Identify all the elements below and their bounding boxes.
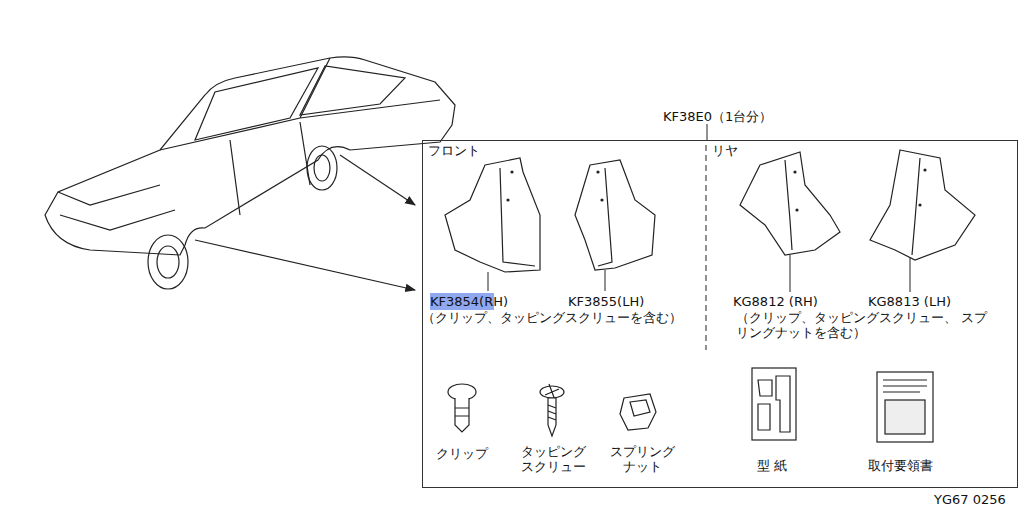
- item-name: 型 紙: [757, 458, 787, 473]
- leader-lines: [488, 255, 910, 292]
- item-name: クリップ: [436, 446, 488, 461]
- area-label: リヤ: [712, 143, 738, 158]
- hardware: [448, 368, 933, 442]
- item-name: スプリング ナット: [602, 444, 682, 474]
- figure-code: YG67 0256: [934, 492, 1006, 507]
- holes: [506, 168, 926, 211]
- note: （クリップ、タッピングスクリュー、 スプリングナットを含む）: [736, 310, 996, 340]
- kit-heading: KF38E0（1台分）: [663, 109, 772, 124]
- part-number: KF3854(RH): [430, 294, 508, 309]
- item-name: 取付要領書: [868, 458, 933, 473]
- part-number: KF3855(LH): [568, 294, 644, 309]
- area-label: フロント: [428, 143, 480, 158]
- item-name: タッピング スクリュー: [512, 444, 594, 474]
- part-number: KG8813 (LH): [868, 294, 951, 309]
- car: [45, 57, 455, 290]
- divider: [706, 145, 707, 350]
- mud-flaps: [445, 150, 975, 272]
- part-number: KG8812 (RH): [733, 294, 818, 309]
- note: （クリップ、タッピングスクリューを含む）: [422, 310, 682, 325]
- leader-line: [707, 124, 708, 140]
